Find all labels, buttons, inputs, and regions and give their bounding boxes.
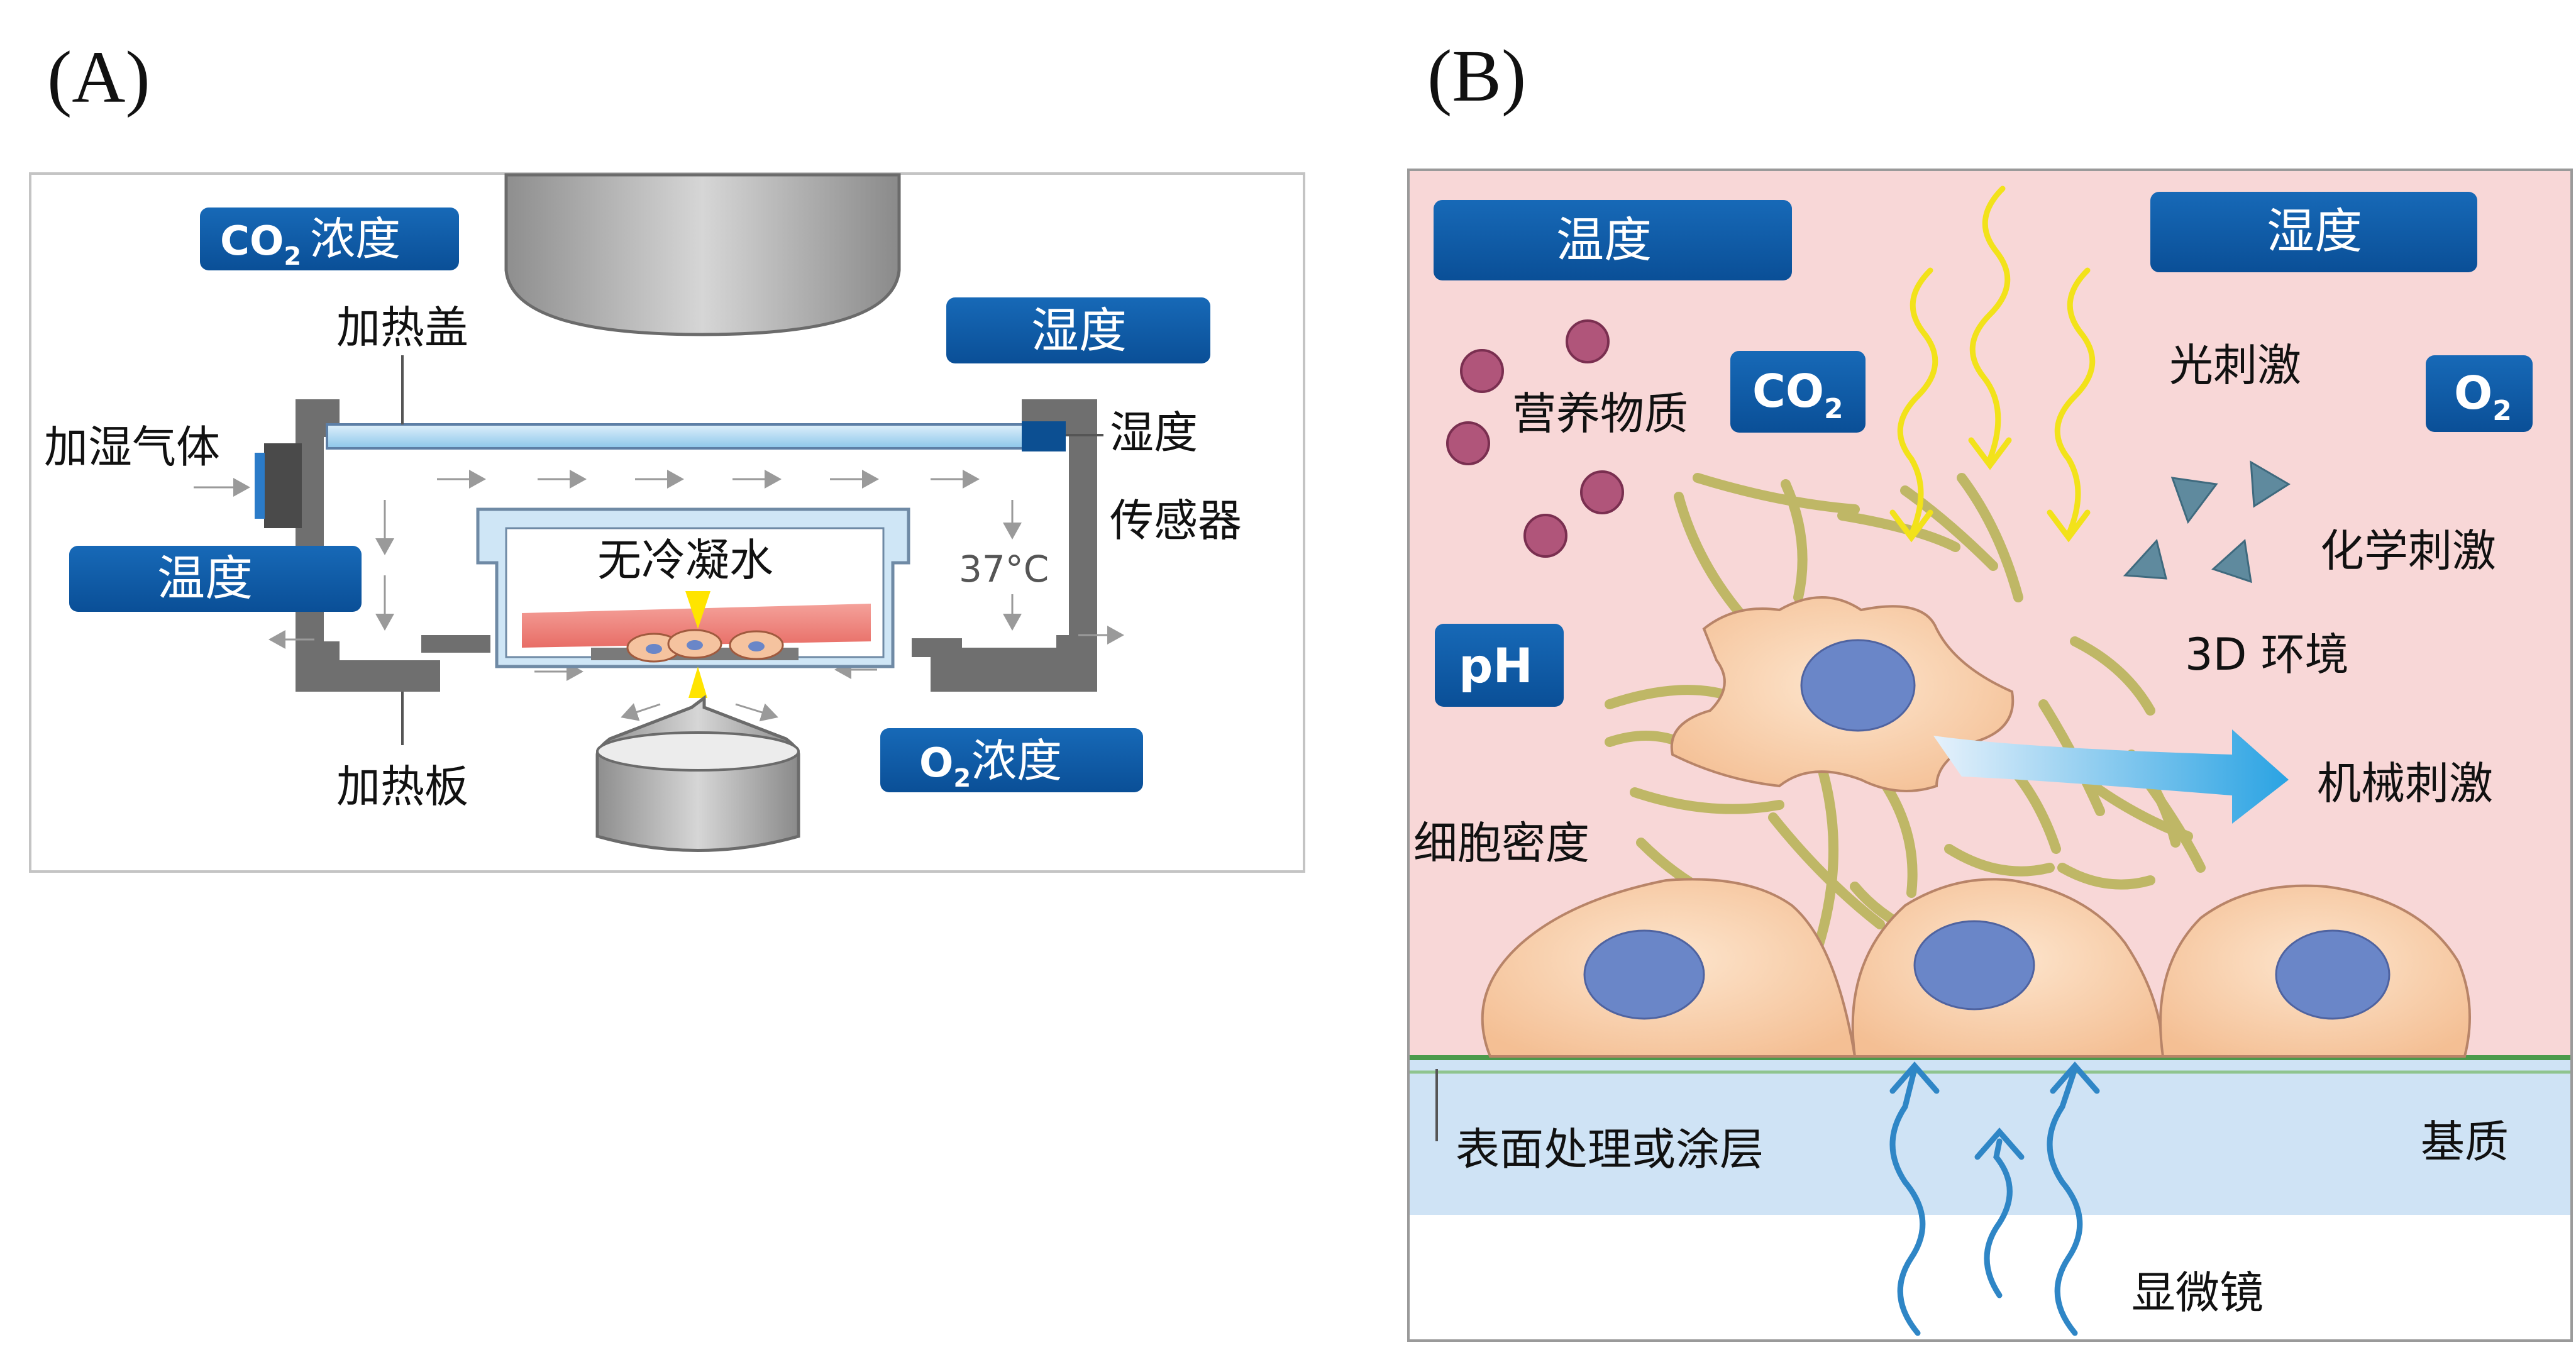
- objective-side-arrows: [621, 703, 778, 722]
- co2-concentration-badge: CO2 浓度: [200, 208, 459, 271]
- svg-text:CO2: CO2: [1752, 365, 1844, 425]
- panel-a-label: (A): [47, 36, 150, 118]
- microscope-label: 显微镜: [2131, 1267, 2264, 1319]
- co2-b-symbol: CO: [1752, 365, 1824, 418]
- light-beam-bottom: [688, 667, 707, 698]
- o2-concentration-badge: O2 浓度: [880, 728, 1143, 793]
- co2-b-subscript: 2: [1824, 393, 1844, 425]
- o2-symbol: O: [919, 740, 953, 787]
- light-beam-top: [685, 591, 710, 629]
- o2-badge-b: O2: [2426, 355, 2533, 432]
- cell-left: [1481, 878, 1857, 1058]
- cells-in-dish: [626, 629, 784, 663]
- co2-symbol: CO: [220, 218, 284, 265]
- humidity-badge-b-text: 湿度: [2267, 203, 2362, 259]
- light-stimulus-label: 光刺激: [2169, 340, 2301, 391]
- objective-lens-top: [504, 173, 901, 336]
- airflow-arrows-side: [268, 500, 1124, 681]
- cell-right: [2159, 884, 2471, 1058]
- gas-inlet-port: [264, 443, 302, 528]
- panel-a: (A): [29, 36, 1305, 873]
- o2-subscript: 2: [953, 764, 971, 793]
- no-condensation-label: 无冷凝水: [597, 534, 773, 586]
- temperature-badge-b-text: 温度: [1556, 212, 1652, 268]
- heated-lid: [326, 423, 1064, 450]
- heating-plate-label: 加热板: [336, 761, 468, 812]
- mechanical-stimulus-arrow: [1933, 729, 2289, 824]
- o2-suffix: 浓度: [971, 734, 1062, 787]
- nutrients-label: 营养物质: [1512, 388, 1688, 440]
- svg-text:O2: O2: [919, 740, 971, 793]
- gas-inlet-port-edge: [255, 453, 265, 519]
- ph-badge-text: pH: [1459, 638, 1533, 694]
- nutrient-particles: [1446, 319, 1624, 558]
- chemical-stimulus-label: 化学刺激: [2320, 525, 2496, 577]
- co2-badge-b: CO2: [1730, 351, 1866, 433]
- substrate-label: 基质: [2421, 1116, 2509, 1168]
- objective-lens-bottom-top: [596, 731, 800, 772]
- fiber-matrix: [1605, 473, 2206, 986]
- cell-density-label: 细胞密度: [1413, 817, 1589, 869]
- heated-lid-label: 加热盖: [336, 302, 468, 353]
- svg-text:CO2: CO2: [220, 218, 301, 271]
- culture-medium: [522, 604, 871, 648]
- temperature-badge-a: 温度: [69, 546, 362, 612]
- environment-3d-label: 3D 环境: [2185, 629, 2349, 680]
- o2-b-symbol: O: [2454, 367, 2492, 419]
- panel-b: (B): [1407, 35, 2573, 1342]
- svg-text:O2: O2: [2454, 367, 2512, 427]
- humidity-sensor-block: [1022, 421, 1066, 451]
- temperature-value-label: 37°C: [959, 548, 1049, 590]
- microscope-waves: [1889, 1061, 2100, 1336]
- o2-b-subscript: 2: [2492, 395, 2512, 427]
- cell-star-3d: [1670, 596, 2015, 792]
- light-stimulus-waves: [1889, 185, 2096, 543]
- chemical-particles: [2123, 460, 2291, 584]
- temperature-badge-a-text: 温度: [157, 550, 253, 606]
- humidity-sensor-label-2: 传感器: [1110, 495, 1242, 546]
- cell-middle: [1851, 878, 2165, 1058]
- substrate-band: [1410, 1058, 2570, 1215]
- humidified-gas-label: 加湿气体: [44, 421, 220, 473]
- humidity-badge-b: 湿度: [2150, 192, 2477, 272]
- humidity-badge-a-text: 湿度: [1031, 302, 1127, 358]
- mechanical-stimulus-label: 机械刺激: [2317, 758, 2493, 809]
- temperature-badge-b: 温度: [1434, 200, 1792, 280]
- humidity-badge-a: 湿度: [946, 297, 1210, 363]
- panel-b-label: (B): [1427, 35, 1526, 117]
- co2-subscript: 2: [284, 242, 301, 271]
- ph-badge: pH: [1435, 624, 1564, 707]
- humidity-sensor-label-1: 湿度: [1110, 407, 1198, 458]
- panel-a-labels: 加热盖 加湿气体 湿度 传感器 无冷凝水 37°C 加热板: [44, 302, 1242, 812]
- surface-treatment-label: 表面处理或涂层: [1456, 1124, 1764, 1175]
- panel-b-labels: 营养物质 光刺激 化学刺激 3D 环境 机械刺激 细胞密度 表面处理或涂层 基质…: [1413, 340, 2509, 1319]
- co2-suffix: 浓度: [310, 213, 401, 265]
